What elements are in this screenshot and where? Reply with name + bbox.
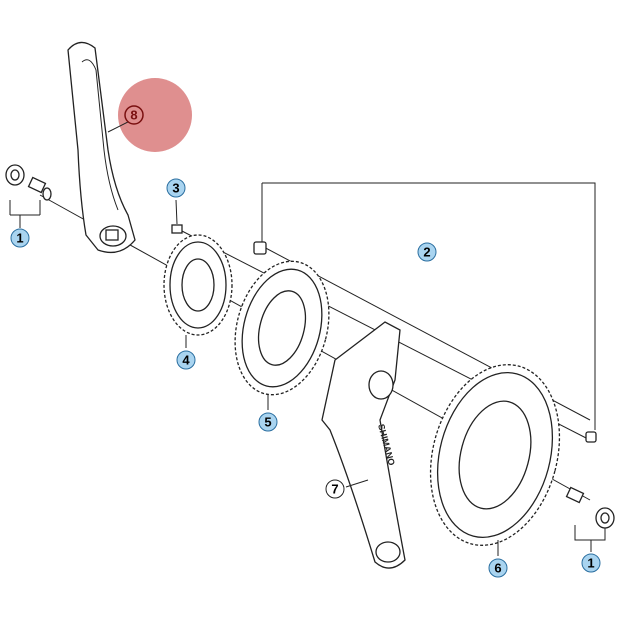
svg-text:1: 1 (16, 231, 23, 246)
svg-text:2: 2 (423, 245, 430, 260)
chainring-bolt-small (171, 199, 183, 234)
left-crank-arm (67, 41, 136, 254)
large-chainring (429, 364, 561, 556)
callout-3[interactable]: 3 (166, 178, 186, 198)
highlight-marker (118, 78, 192, 152)
chainring-bolt-nut (253, 241, 597, 443)
svg-text:5: 5 (264, 415, 271, 430)
right-crank-arm: SHIMANO (321, 321, 406, 569)
svg-text:8: 8 (130, 108, 137, 123)
callout-2[interactable]: 2 (417, 242, 437, 262)
svg-text:1: 1 (587, 556, 594, 571)
callout-7[interactable]: 7 (325, 479, 345, 499)
right-fixing-bolt (565, 486, 615, 529)
svg-text:4: 4 (182, 353, 190, 368)
callout-1-right[interactable]: 1 (581, 553, 601, 573)
svg-text:7: 7 (331, 482, 338, 497)
svg-text:3: 3 (172, 181, 179, 196)
small-chainring (163, 234, 233, 348)
callout-1-left[interactable]: 1 (10, 228, 30, 248)
callout-5[interactable]: 5 (258, 412, 278, 432)
callout-6[interactable]: 6 (488, 558, 508, 578)
callout-4[interactable]: 4 (176, 350, 196, 370)
left-fixing-bolt (5, 164, 52, 201)
middle-chainring (234, 260, 330, 410)
svg-text:6: 6 (494, 561, 501, 576)
callout-8[interactable]: 8 (124, 105, 144, 125)
